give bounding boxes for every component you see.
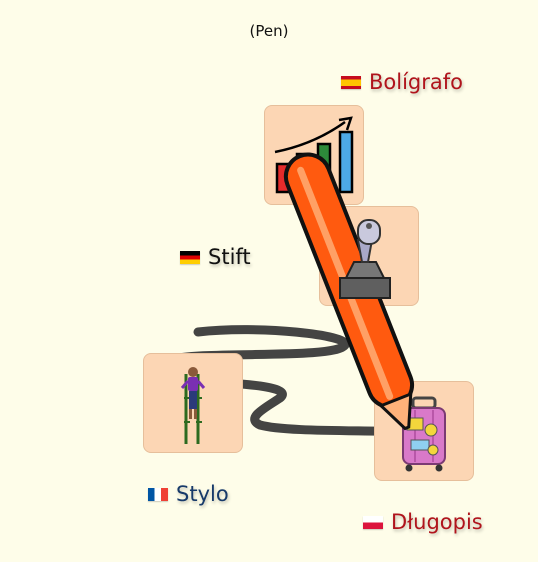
label-german-text: Stift	[208, 245, 251, 269]
germany-flag-icon	[180, 250, 200, 264]
label-german: Stift	[180, 245, 251, 269]
poland-flag-icon	[363, 515, 383, 529]
france-flag-icon	[148, 487, 168, 501]
label-spanish-text: Bolígrafo	[369, 70, 463, 94]
label-french-text: Stylo	[176, 482, 229, 506]
label-spanish: Bolígrafo	[341, 70, 463, 94]
stilts-person-icon	[180, 367, 206, 444]
spain-flag-icon	[341, 75, 361, 89]
label-polish: Długopis	[363, 510, 483, 534]
label-french: Stylo	[148, 482, 229, 506]
card-stilts[interactable]	[143, 353, 243, 453]
page-title: (Pen)	[249, 22, 289, 40]
suitcase-icon	[402, 396, 446, 472]
label-polish-text: Długopis	[391, 510, 483, 534]
